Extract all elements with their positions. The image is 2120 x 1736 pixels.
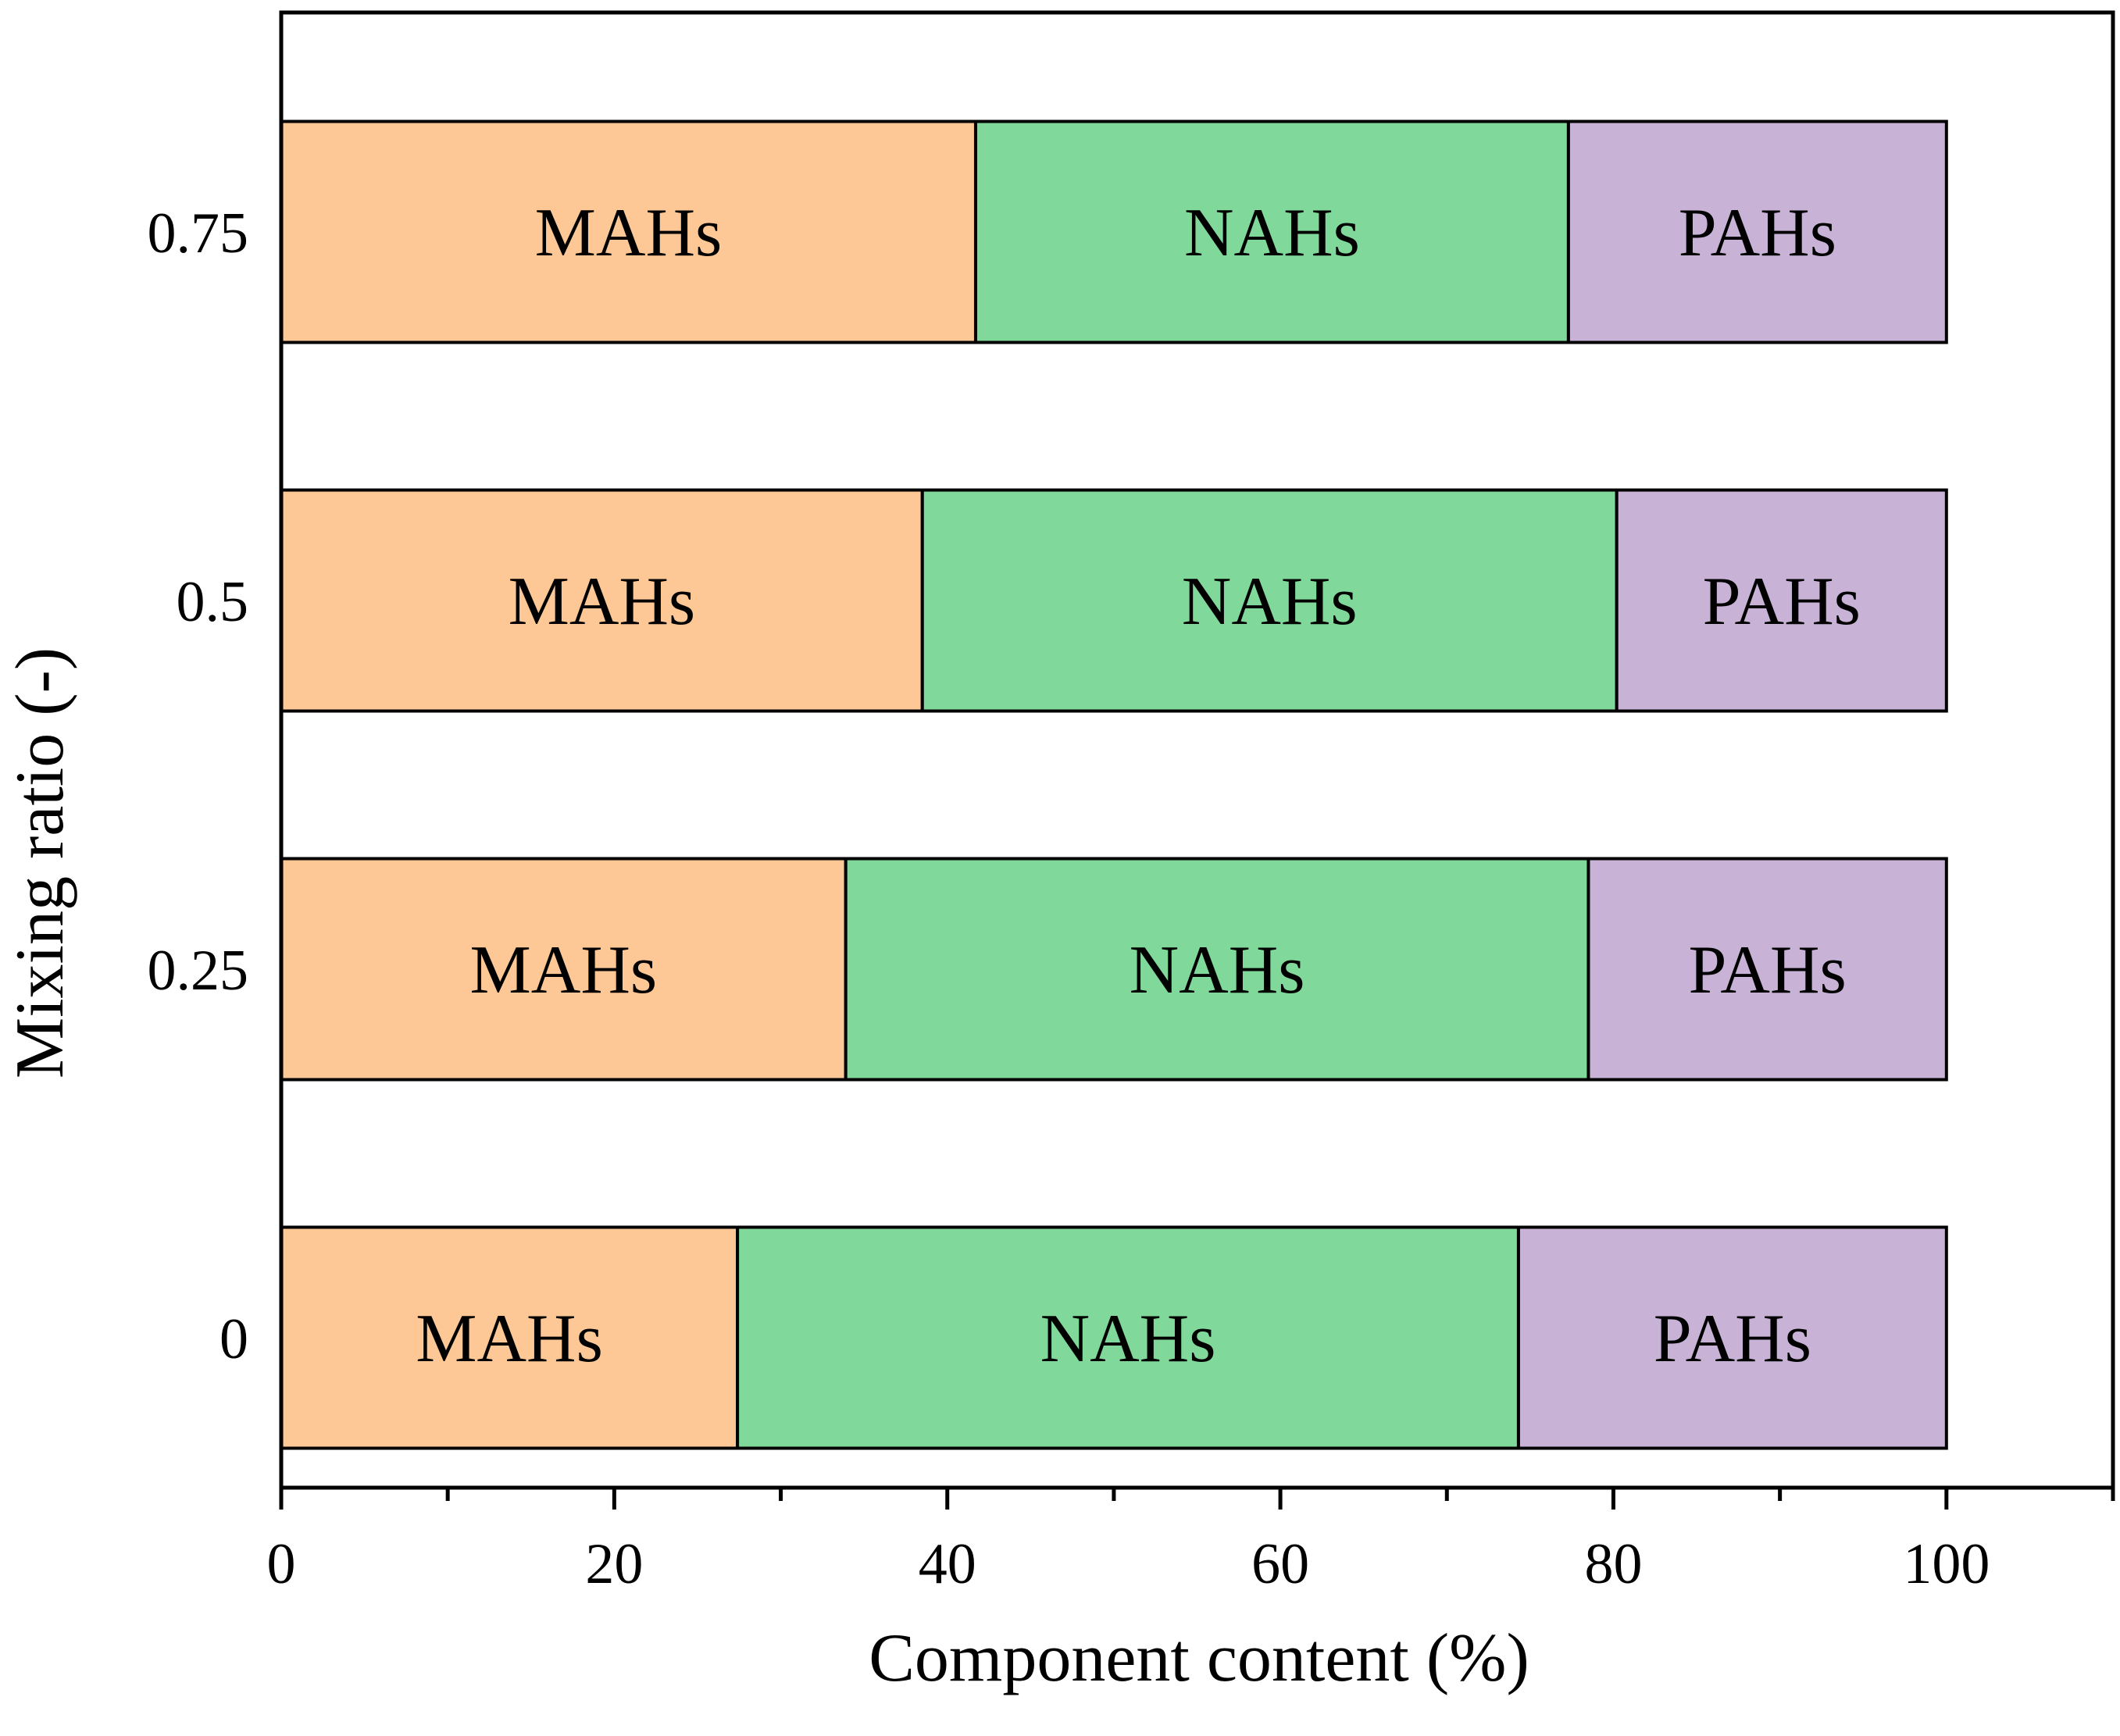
y-tick-label-0: 0: [219, 1307, 248, 1371]
x-tick-label-0: 0: [267, 1532, 296, 1596]
x-axis-title: Component content (%): [869, 1620, 1529, 1696]
y-axis-title: Mixing ratio (-): [2, 647, 78, 1078]
bar-segment-nahs-0: [736, 1225, 1520, 1450]
segment-label-mahs-0.5: MAHs: [509, 564, 696, 640]
y-ticks-layer: 0 0.25 0.5 0.75: [148, 201, 249, 1371]
bar-segment-nahs-0.5: [920, 488, 1619, 713]
segment-label-mahs-0: MAHs: [416, 1301, 603, 1377]
x-ticks-layer: 0 20 40 60 80 100: [267, 1488, 2115, 1596]
segment-label-pahs-0.25: PAHs: [1689, 932, 1847, 1008]
bar-segment-pahs-0.5: [1615, 488, 1948, 713]
bar-segment-pahs-0: [1516, 1225, 1948, 1450]
x-tick-label-40: 40: [919, 1532, 976, 1596]
segment-label-pahs-0.5: PAHs: [1703, 564, 1861, 640]
segment-label-pahs-0: PAHs: [1654, 1301, 1811, 1377]
segment-label-nahs-0.75: NAHs: [1184, 195, 1360, 271]
segment-label-nahs-0: NAHs: [1040, 1301, 1216, 1377]
plot-frame: [279, 10, 2115, 1490]
segment-label-mahs-0.25: MAHs: [470, 932, 658, 1008]
y-tick-label-0.25: 0.25: [148, 939, 249, 1003]
bar-segment-mahs-0: [280, 1225, 740, 1450]
bar-segment-nahs-0.25: [844, 857, 1590, 1082]
axes-layer: [279, 10, 2115, 1490]
bar-segment-mahs-0.5: [280, 488, 924, 713]
segment-label-nahs-0.5: NAHs: [1182, 564, 1358, 640]
segment-label-pahs-0.75: PAHs: [1679, 195, 1836, 271]
bar-segment-pahs-0.25: [1586, 857, 1948, 1082]
bar-segment-pahs-0.75: [1566, 119, 1948, 344]
y-tick-label-0.5: 0.5: [177, 570, 249, 634]
x-tick-label-100: 100: [1903, 1532, 1990, 1596]
x-tick-label-60: 60: [1251, 1532, 1309, 1596]
segment-label-mahs-0.75: MAHs: [535, 195, 723, 271]
bar-segment-mahs-0.25: [280, 857, 848, 1082]
x-tick-label-80: 80: [1584, 1532, 1642, 1596]
segment-label-nahs-0.25: NAHs: [1130, 932, 1305, 1008]
bar-segment-mahs-0.75: [280, 119, 977, 344]
bars-layer: [280, 119, 1948, 1450]
y-tick-label-0.75: 0.75: [148, 201, 249, 266]
x-tick-label-20: 20: [585, 1532, 643, 1596]
